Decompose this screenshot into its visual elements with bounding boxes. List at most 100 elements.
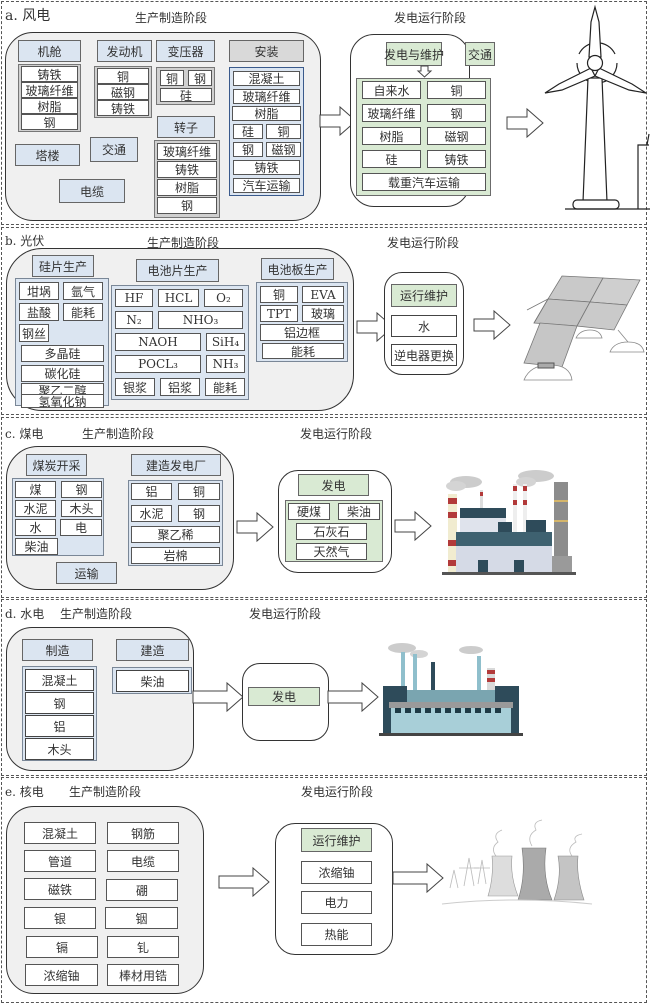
material-cell: 磁铁: [24, 878, 96, 900]
material-cell: 钢: [233, 142, 263, 157]
transformer-materials: 铜 钢 硅: [156, 67, 215, 105]
material-cell: 多晶硅: [21, 345, 104, 362]
construct-header: 建造: [116, 639, 189, 661]
arrow-to-image: [327, 681, 379, 713]
section-title: d. 水电: [5, 607, 45, 621]
arrow-to-image: [394, 511, 432, 541]
material-cell: 电缆: [107, 850, 179, 872]
production-stage-label: 生产制造阶段: [69, 785, 142, 799]
material-cell: 硬煤: [288, 503, 330, 520]
material-cell: 天然气: [296, 543, 367, 560]
material-cell: 浓缩铀: [301, 861, 372, 884]
material-cell: 树脂: [232, 106, 301, 121]
production-stage-label: 生产制造阶段: [147, 236, 220, 250]
mining-materials: 煤 钢 水泥 木头 水 电 柴油: [12, 478, 104, 556]
material-cell: 水: [15, 519, 56, 536]
material-cell: 岩棉: [131, 547, 220, 564]
section-title: b. 光伏: [5, 234, 45, 248]
manufacture-materials: 混凝土 钢 铝 木头: [22, 666, 97, 761]
down-arrow-icon: [416, 65, 433, 78]
panel-header: 电池板生产: [261, 258, 334, 280]
operation-header: 发电: [248, 687, 320, 706]
material-cell: 铜: [260, 286, 298, 303]
cell-header: 电池片生产: [136, 259, 219, 282]
material-cell: 磁钢: [97, 84, 149, 100]
material-cell: 木头: [25, 738, 94, 760]
arrow-to-image: [392, 862, 444, 894]
operation-stage-label: 发电运行阶段: [301, 785, 374, 799]
material-cell: 电: [60, 519, 102, 536]
nacelle-header: 机舱: [18, 40, 81, 62]
material-cell: 磁钢: [266, 142, 301, 157]
operation-stage-label: 发电运行阶段: [394, 11, 467, 25]
rotor-header: 转子: [157, 116, 215, 138]
material-cell: 铝边框: [260, 324, 344, 341]
material-cell: 铟: [105, 907, 178, 929]
material-cell: 硅: [160, 88, 212, 103]
material-cell: 柴油: [15, 538, 58, 555]
section-hydro: d. 水电 生产制造阶段 发电运行阶段 制造 混凝土 钢 铝 木头 建造 柴油 …: [1, 599, 647, 776]
transport-box: 交通: [90, 137, 138, 162]
transformer-header: 变压器: [156, 40, 215, 62]
section-solar: b. 光伏 生产制造阶段 发电运行阶段 硅片生产 坩埚 氩气 盐酸 能耗 钢丝 …: [1, 227, 647, 415]
arrow-to-operation: [218, 866, 270, 898]
operation-header: 运行维护: [301, 828, 372, 852]
construct-materials: 柴油: [112, 667, 192, 694]
material-cell: 镉: [26, 936, 98, 958]
material-cell: 柴油: [338, 503, 380, 520]
arrow-to-operation: [236, 512, 274, 542]
production-stage-label: 生产制造阶段: [82, 427, 155, 441]
material-cell: 钢: [188, 70, 212, 86]
material-cell: HCL: [158, 289, 199, 307]
material-cell: 铜: [178, 483, 220, 500]
material-cell: NAOH: [115, 333, 201, 351]
section-title: c. 煤电: [5, 427, 44, 441]
material-cell: 银: [24, 907, 96, 929]
material-cell: 管道: [24, 850, 96, 872]
material-cell: HF: [115, 289, 153, 307]
material-cell: 铸铁: [97, 100, 149, 116]
operation-stage-label: 发电运行阶段: [249, 607, 322, 621]
material-cell: 盐酸: [19, 303, 59, 321]
material-cell: 混凝土: [24, 822, 96, 844]
material-cell: 氢氧化钠: [21, 394, 104, 409]
transport-box: 运输: [56, 562, 117, 584]
material-cell: N₂: [115, 311, 153, 329]
wind-turbine-icon: [544, 4, 650, 210]
material-cell: 汽车运输: [233, 178, 300, 193]
material-cell: 浓缩铀: [25, 964, 98, 986]
production-stage-label: 生产制造阶段: [60, 607, 133, 621]
cell-materials: HF HCL O₂ N₂ NHO₃ NAOH SiH₄ POCL₃ NH₃ 银浆…: [111, 285, 249, 400]
plant-header: 建造发电厂: [131, 454, 221, 476]
material-cell: 铸铁: [233, 160, 300, 175]
manufacture-header: 制造: [22, 639, 93, 661]
material-cell: 钢丝: [19, 324, 49, 342]
material-cell: NH₃: [206, 355, 245, 373]
material-cell: 玻璃纤维: [157, 143, 217, 160]
material-cell: 硅: [362, 150, 421, 168]
material-cell: 铝浆: [160, 378, 200, 396]
material-cell: POCL₃: [115, 355, 201, 373]
material-cell: 碳化硅: [21, 365, 104, 382]
wafer-materials: 坩埚 氩气 盐酸 能耗 钢丝 多晶硅 碳化硅 聚乙二醇 氢氧化钠: [15, 278, 109, 409]
material-cell: 玻璃纤维: [21, 82, 78, 98]
material-cell: 水泥: [15, 500, 56, 517]
material-cell: 钢筋: [107, 822, 179, 844]
section-nuclear: e. 核电 生产制造阶段 发电运行阶段 混凝土 钢筋 管道 电缆 磁铁 硼 银 …: [1, 777, 647, 1003]
material-cell: 氩气: [63, 282, 103, 300]
material-cell: 电力: [301, 891, 372, 914]
material-cell: 混凝土: [233, 71, 300, 86]
material-cell: 混凝土: [25, 669, 94, 691]
section-wind: a. 风电 生产制造阶段 发电运行阶段 机舱 铸铁 玻璃纤维 树脂 钢 发动机 …: [1, 1, 650, 225]
production-stage-label: 生产制造阶段: [135, 11, 208, 25]
material-cell: 木头: [61, 500, 102, 517]
material-cell: 玻璃纤维: [233, 89, 300, 104]
engine-materials: 铜 磁钢 铸铁: [94, 66, 152, 118]
material-cell: 钢: [157, 197, 217, 214]
material-cell: 铜: [97, 68, 149, 84]
plant-materials: 铝 铜 水泥 钢 聚乙稀 岩棉: [128, 480, 223, 566]
operation-materials: 自来水 铜 玻璃纤维 钢 树脂 磁钢 硅 铸铁 载重汽车运输: [356, 78, 491, 196]
material-cell: 热能: [301, 923, 372, 946]
engine-header: 发动机: [97, 40, 152, 62]
material-cell: 煤: [15, 481, 56, 498]
